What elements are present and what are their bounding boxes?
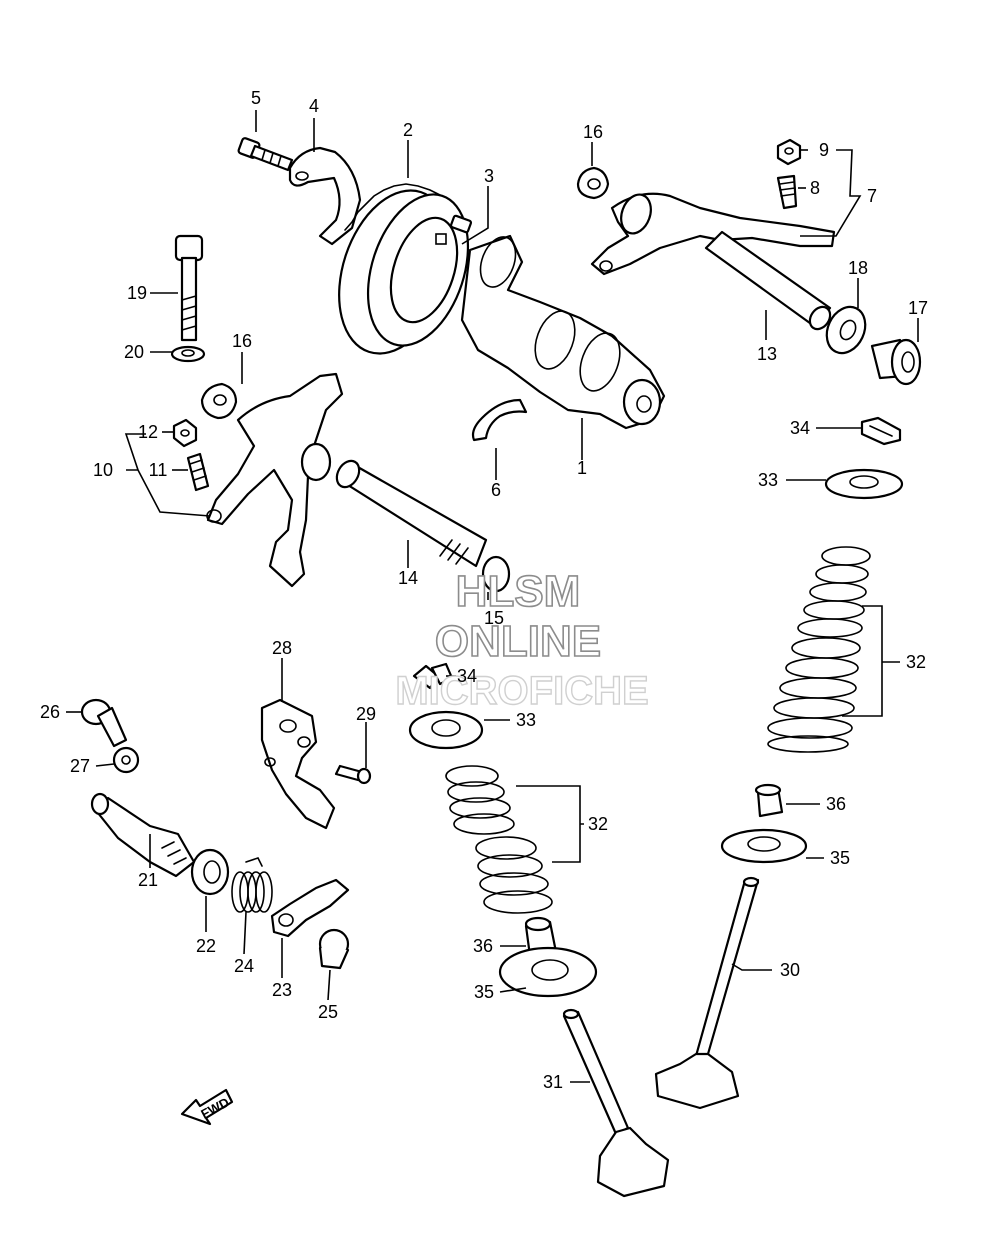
callout-35-right: 35 [830, 848, 850, 868]
callout-14: 14 [398, 568, 418, 588]
part-5-bolt [237, 137, 294, 172]
callout-12: 12 [138, 422, 158, 442]
callout-6: 6 [491, 480, 501, 500]
callout-8: 8 [810, 178, 820, 198]
part-25-collar [318, 928, 350, 970]
callout-18: 18 [848, 258, 868, 278]
part-8-adjusting-screw [776, 174, 798, 210]
part-28-cam-lever [260, 698, 336, 830]
part-27-washer [112, 746, 140, 774]
callout-13: 13 [757, 344, 777, 364]
callout-2: 2 [403, 120, 413, 140]
part-35-spring-seat-a [720, 828, 808, 864]
leader-lines [66, 110, 919, 1083]
part-13-rocker-shaft [704, 230, 832, 331]
callout-27: 27 [70, 756, 90, 776]
part-29-screw [334, 764, 372, 785]
callout-5: 5 [251, 88, 261, 108]
callout-36-center: 36 [473, 936, 493, 956]
part-10-rocker-arm [206, 372, 344, 588]
part-32-valve-spring-a [767, 546, 871, 753]
callout-10: 10 [93, 460, 113, 480]
part-26-bolt [80, 698, 128, 748]
callout-9: 9 [819, 140, 829, 160]
callout-7: 7 [867, 186, 877, 206]
part-6-circlip [471, 398, 528, 442]
part-36-stem-seal-b [524, 916, 558, 958]
part-9-nut [776, 138, 802, 166]
part-18-washer [825, 305, 867, 355]
callout-19: 19 [127, 283, 147, 303]
callout-15: 15 [484, 608, 504, 628]
part-2-cam-gear [338, 183, 470, 355]
callout-16-top: 16 [583, 122, 603, 142]
fwd-direction-marker: FWD [180, 1088, 234, 1126]
part-16-lock-plate-left [200, 382, 238, 420]
callout-31: 31 [543, 1072, 563, 1092]
callout-4: 4 [309, 96, 319, 116]
part-30-exhaust-valve [654, 876, 760, 1110]
part-33-spring-retainer-b [408, 710, 484, 750]
part-36-stem-seal-a [754, 783, 784, 818]
part-4-bracket [288, 146, 362, 246]
callout-22: 22 [196, 936, 216, 956]
part-17-plug [870, 338, 922, 386]
callout-28: 28 [272, 638, 292, 658]
callout-23: 23 [272, 980, 292, 1000]
watermark: HLSM ONLINE MICROFICHE [395, 566, 650, 714]
part-1-camshaft [460, 234, 666, 430]
part-11-adjusting-screw [186, 452, 210, 492]
callout-21: 21 [138, 870, 158, 890]
callout-1: 1 [577, 458, 587, 478]
callout-25: 25 [318, 1002, 338, 1022]
part-35-spring-seat-b [498, 946, 598, 998]
part-3-pin [449, 214, 473, 234]
part-14-rocker-shaft [335, 459, 488, 568]
callout-34-right: 34 [790, 418, 810, 438]
part-34-valve-cotter-a [860, 416, 902, 446]
callout-16-left: 16 [232, 331, 252, 351]
callout-33-right: 33 [758, 470, 778, 490]
watermark-line-1: HLSM [456, 567, 581, 616]
callout-24: 24 [234, 956, 254, 976]
part-7-rocker-arm [590, 192, 836, 276]
part-21-cam-shaft [90, 792, 196, 878]
callout-35-center: 35 [474, 982, 494, 1002]
callout-3: 3 [484, 166, 494, 186]
callout-17: 17 [908, 298, 928, 318]
part-12-nut [172, 418, 198, 448]
callout-30: 30 [780, 960, 800, 980]
callout-36-right: 36 [826, 794, 846, 814]
callout-20: 20 [124, 342, 144, 362]
fwd-label: FWD [198, 1095, 231, 1122]
part-19-bolt [174, 234, 204, 342]
callout-numbers: 5 4 2 3 16 9 8 7 18 17 13 19 20 16 12 11… [40, 88, 928, 1092]
part-33-spring-retainer-a [824, 468, 904, 500]
callout-26: 26 [40, 702, 60, 722]
part-24-return-spring [231, 857, 273, 913]
part-31-intake-valve [562, 1008, 670, 1198]
part-34-valve-cotter-b [412, 662, 454, 690]
part-15-o-ring [481, 555, 511, 593]
watermark-line-3: MICROFICHE [395, 669, 648, 713]
callout-33-center: 33 [516, 710, 536, 730]
callout-11: 11 [149, 460, 168, 480]
callout-32-center: 32 [588, 814, 608, 834]
callout-32-right: 32 [906, 652, 926, 672]
callout-29: 29 [356, 704, 376, 724]
part-22-bushing [190, 848, 230, 896]
part-20-washer [170, 345, 206, 363]
callout-34-center: 34 [457, 666, 477, 686]
part-32-valve-spring-b [445, 765, 553, 914]
watermark-line-2: ONLINE [435, 617, 601, 666]
part-23-lever-plate [270, 878, 350, 938]
part-16-lock-plate-top [576, 166, 610, 200]
arrow-fwd-icon [180, 1088, 234, 1126]
